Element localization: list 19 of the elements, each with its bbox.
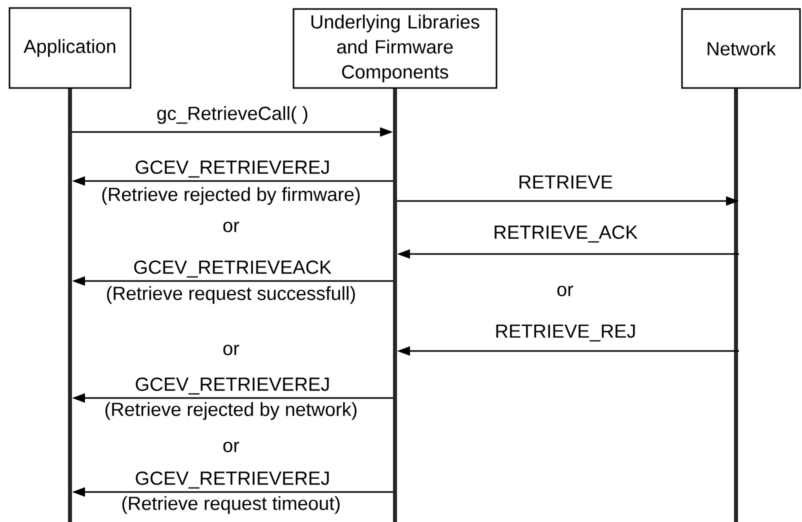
edge-label: gc_RetrieveCall( ) — [155, 105, 310, 125]
participant-box: Application — [8, 7, 132, 89]
edge-label: RETRIEVE_REJ — [494, 324, 638, 342]
edge-label: RETRIEVE_ACK — [492, 224, 639, 244]
edge-label: GCEV_RETRIEVEREJ — [134, 376, 332, 396]
participant-box: Network — [681, 8, 801, 89]
edge-label: RETRIEVE — [517, 174, 614, 190]
note-text: or — [223, 222, 240, 232]
note-text: (Retrieve rejected by firmware) — [102, 187, 360, 205]
note-text: or — [223, 344, 240, 356]
note-text: or — [557, 286, 574, 296]
participant-box: Underlying Libraries and Firmware Components — [292, 8, 498, 89]
note-text: or — [223, 442, 240, 452]
note-text: (Retrieve request timeout) — [122, 496, 340, 514]
edge-label: GCEV_RETRIEVEACK — [132, 259, 333, 279]
edge-label: GCEV_RETRIEVEREJ — [134, 159, 332, 179]
edge-label: GCEV_RETRIEVEREJ — [134, 470, 332, 490]
note-text: (Retrieve request successfull) — [107, 286, 355, 304]
note-text: (Retrieve rejected by network) — [105, 402, 356, 420]
